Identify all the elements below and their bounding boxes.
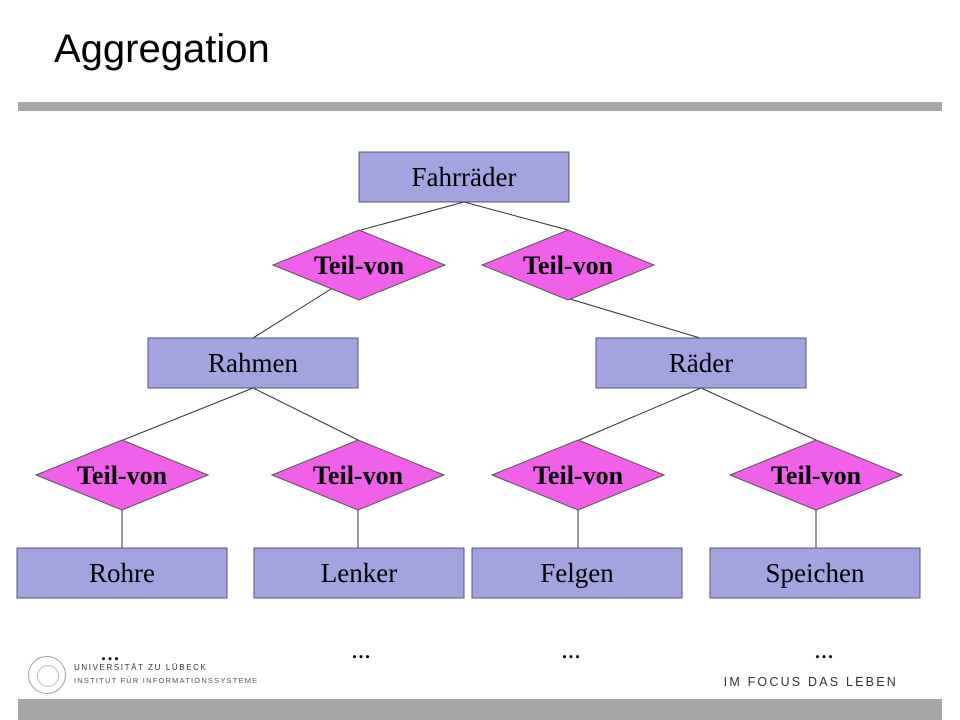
- entity-box-rohre: [16, 547, 228, 599]
- relationship-diamond-r1: [271, 229, 447, 301]
- relationship-label-r1: Teil-von: [314, 251, 405, 280]
- entity-box-raeder: [595, 337, 807, 389]
- title-divider: [18, 102, 942, 111]
- relationship-diamond-r3: [34, 439, 210, 511]
- footer-bar: [18, 699, 942, 720]
- entity-label-fahrraeder: Fahrräder: [412, 162, 517, 192]
- entity-label-felgen: Felgen: [540, 558, 614, 588]
- diagram-ellipses: ............: [100, 635, 834, 666]
- entity-label-speichen: Speichen: [766, 558, 865, 588]
- edge-rahmen-r3: [122, 387, 254, 441]
- university-seal-icon: [28, 656, 66, 694]
- entity-label-rahmen: Rahmen: [208, 348, 298, 378]
- edge-r2-raeder: [569, 298, 701, 339]
- relationship-diamond-r5: [490, 439, 666, 511]
- slogan: IM FOCUS DAS LEBEN: [723, 675, 898, 689]
- entity-label-lenker: Lenker: [321, 558, 397, 588]
- entity-box-felgen: [471, 547, 683, 599]
- entity-box-fahrraeder: [358, 151, 570, 203]
- relationship-diamond-r2: [480, 229, 656, 301]
- ellipsis-1: ...: [100, 637, 120, 666]
- ellipsis-2: ...: [351, 635, 371, 664]
- edge-fahrraeder-r1: [360, 201, 465, 231]
- relationship-label-r4: Teil-von: [313, 461, 404, 490]
- edge-raeder-r6: [700, 387, 817, 441]
- relationship-diamond-r4: [270, 439, 446, 511]
- entity-label-rohre: Rohre: [89, 558, 155, 588]
- edge-r1-rahmen: [252, 288, 332, 339]
- entity-label-raeder: Räder: [669, 348, 733, 378]
- entity-box-speichen: [709, 547, 921, 599]
- relationship-label-r5: Teil-von: [533, 461, 624, 490]
- diagram-edges: [121, 201, 817, 548]
- institute-name: INSTITUT FÜR INFORMATIONSSYSTEME: [74, 676, 259, 685]
- entity-box-lenker: [253, 547, 465, 599]
- entity-box-rahmen: [147, 337, 359, 389]
- edge-raeder-r5: [578, 387, 702, 441]
- relationship-label-r2: Teil-von: [523, 251, 614, 280]
- edge-rahmen-r4: [252, 387, 359, 441]
- relationship-label-r6: Teil-von: [771, 461, 862, 490]
- edge-fahrraeder-r2: [463, 201, 569, 231]
- ellipsis-3: ...: [561, 635, 581, 664]
- relationship-label-r3: Teil-von: [77, 461, 168, 490]
- slide-title: Aggregation: [54, 27, 270, 71]
- ellipsis-4: ...: [814, 635, 834, 664]
- university-name: UNIVERSITÄT ZU LÜBECK: [74, 663, 208, 672]
- relationship-diamond-r6: [728, 439, 904, 511]
- university-logo: UNIVERSITÄT ZU LÜBECK INSTITUT FÜR INFOR…: [28, 656, 257, 696]
